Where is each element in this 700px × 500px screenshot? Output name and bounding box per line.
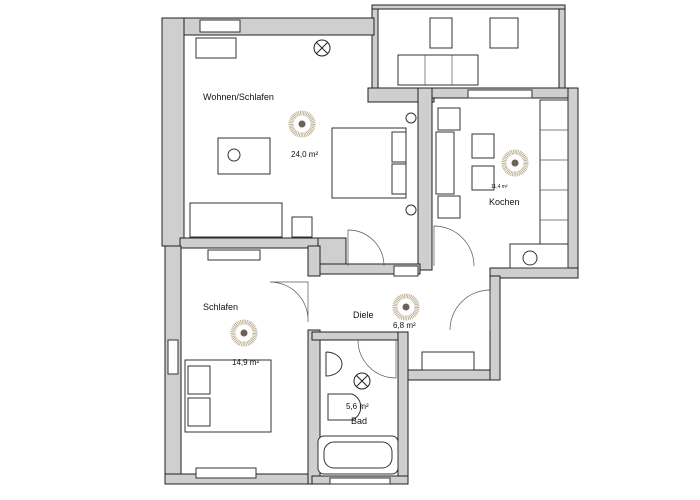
- room-area-schlafen: 14,9 m²: [232, 358, 259, 367]
- lamp-icon: [395, 296, 417, 318]
- ceiling-light-icon: [353, 372, 371, 390]
- room-label-wohnen: Wohnen/Schlafen: [203, 92, 274, 102]
- bathroom-fixtures: [317, 351, 399, 475]
- balcony: [371, 4, 566, 96]
- lamp-icon: [233, 322, 255, 344]
- room-label-bad: Bad: [351, 416, 367, 426]
- lamp-icon: [291, 113, 313, 135]
- living-furniture: [189, 37, 417, 238]
- kitchen-furniture: [435, 99, 569, 269]
- room-label-diele: Diele: [353, 310, 374, 320]
- ceiling-light-icon: [313, 39, 331, 57]
- lamp-icon: [504, 152, 526, 174]
- windows: [167, 19, 533, 485]
- room-label-kochen: Kochen: [489, 197, 520, 207]
- room-area-diele: 6,8 m²: [393, 321, 416, 330]
- bedroom-furniture: [184, 322, 272, 433]
- room-area-kochen: 11,4 m²: [491, 184, 508, 190]
- room-area-bad: 5,6 m²: [346, 402, 369, 411]
- balcony-table: [397, 17, 519, 86]
- doors: [269, 225, 491, 379]
- double-bed: [331, 112, 417, 216]
- room-label-schlafen: Schlafen: [203, 302, 238, 312]
- room-area-wohnen: 24,0 m²: [291, 150, 318, 159]
